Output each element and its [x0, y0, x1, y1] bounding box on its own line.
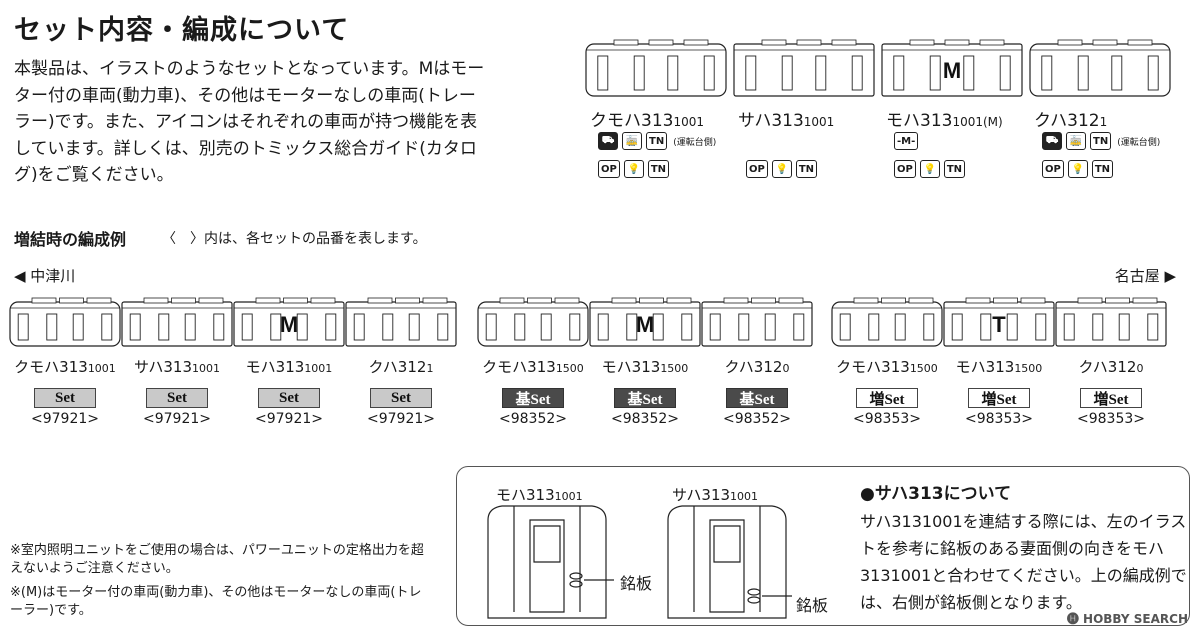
- feature-icon: TN: [647, 160, 670, 178]
- formation-car-8: T: [943, 297, 1055, 347]
- formation-car-7: [831, 297, 943, 347]
- box-car1-label: モハ3131001: [496, 486, 583, 504]
- feature-icon: 💡: [623, 160, 644, 178]
- box-car2-label: サハ3131001: [672, 486, 759, 504]
- direction-right: 名古屋 ▶: [1114, 267, 1176, 285]
- feature-icons: ⛟🚋TN (運転台側): [1042, 132, 1160, 150]
- formation-note: 〈 〉内は、各セットの品番を表します。: [162, 231, 427, 247]
- icon-note: (運転台側): [1117, 137, 1161, 148]
- formation-title: 増結時の編成例: [14, 230, 127, 249]
- set-car-name: クモハ3131001: [590, 111, 704, 131]
- formation-car-name: クモハ3131500: [836, 358, 938, 376]
- svg-text:M: M: [943, 58, 961, 83]
- product-code: <97921>: [255, 411, 323, 427]
- feature-icons: OP💡TN: [746, 160, 818, 178]
- feature-icons: OP💡TN: [598, 160, 670, 178]
- feature-icon: ⛟: [598, 132, 618, 150]
- car-end-illustration: [487, 505, 792, 619]
- set-car-2: M: [881, 39, 1023, 97]
- feature-icon: OP: [1042, 160, 1064, 178]
- info-box: [456, 466, 1190, 626]
- watermark: 🅗 HOBBY SEARCH: [1066, 612, 1188, 626]
- formation-car-3: [345, 297, 457, 347]
- formation-car-0: [9, 297, 121, 347]
- intro-text: 本製品は、イラストのようなセットとなっています。Mはモーター付の車両(動力車)、…: [14, 59, 485, 185]
- formation-car-name: クハ3120: [724, 358, 790, 376]
- feature-icons: OP💡TN: [894, 160, 966, 178]
- feature-icon: 🚋: [622, 132, 642, 150]
- svg-text:M: M: [636, 312, 654, 337]
- feature-icon: TN: [1091, 160, 1114, 178]
- feature-icons: -M-: [894, 132, 919, 150]
- formation-car-4: [477, 297, 589, 347]
- set-car-3: [1029, 39, 1171, 97]
- feature-icon: ⛟: [1042, 132, 1062, 150]
- direction-left: ◀ 中津川: [14, 267, 76, 285]
- set-cars-illustration: M: [585, 39, 1171, 97]
- box-title: ●サハ313について: [860, 484, 1012, 504]
- feature-icon: 💡: [919, 160, 940, 178]
- set-badge: 増Set: [1080, 388, 1142, 408]
- set-car-name: サハ3131001: [738, 111, 835, 131]
- formation-car-name: モハ3131001: [245, 358, 333, 376]
- formation-car-2: M: [233, 297, 345, 347]
- product-code: <97921>: [367, 411, 435, 427]
- set-car-1: [733, 39, 875, 97]
- set-badge: Set: [34, 388, 96, 408]
- product-code: <98352>: [499, 411, 567, 427]
- formation-car-6: [701, 297, 813, 347]
- formation-car-name: クモハ3131500: [482, 358, 584, 376]
- feature-icon: OP: [746, 160, 768, 178]
- formation-car-name: クハ3120: [1078, 358, 1144, 376]
- feature-icons: OP💡TN: [1042, 160, 1114, 178]
- product-code: <98353>: [1077, 411, 1145, 427]
- box-text: サハ3131001を連結する際には、左のイラストを参考に銘板のある妻面側の向きを…: [860, 512, 1187, 612]
- feature-icon: OP: [894, 160, 916, 178]
- feature-icon: -M-: [894, 132, 919, 150]
- set-badge: 基Set: [726, 388, 788, 408]
- feature-icon: 💡: [1067, 160, 1088, 178]
- formation-car-name: サハ3131001: [133, 358, 221, 376]
- set-badge: 増Set: [968, 388, 1030, 408]
- set-car-name: クハ3121: [1034, 111, 1108, 131]
- formation-car-9: [1055, 297, 1167, 347]
- formation-car-name: クハ3121: [368, 358, 434, 376]
- page-title: セット内容・編成について: [14, 15, 350, 46]
- formation-car-name: モハ3131500: [955, 358, 1043, 376]
- footnote-1: ※室内照明ユニットをご使用の場合は、パワーユニットの定格出力を超えないようご注意…: [10, 543, 424, 576]
- formation-car-name: モハ3131500: [601, 358, 689, 376]
- product-code: <98352>: [723, 411, 791, 427]
- svg-text:M: M: [280, 312, 298, 337]
- set-badge: Set: [258, 388, 320, 408]
- product-code: <98353>: [965, 411, 1033, 427]
- product-code: <97921>: [143, 411, 211, 427]
- set-badge: 増Set: [856, 388, 918, 408]
- set-badge: 基Set: [614, 388, 676, 408]
- product-code: <98353>: [853, 411, 921, 427]
- formation-car-5: M: [589, 297, 701, 347]
- plate-label-2: 銘板: [796, 596, 829, 615]
- set-badge: Set: [146, 388, 208, 408]
- feature-icon: TN: [1090, 132, 1112, 150]
- svg-text:T: T: [992, 312, 1006, 337]
- feature-icon: 🚋: [1066, 132, 1086, 150]
- icon-note: (運転台側): [673, 137, 717, 148]
- feature-icon: OP: [598, 160, 620, 178]
- set-car-0: [585, 39, 727, 97]
- set-badge: Set: [370, 388, 432, 408]
- product-code: <97921>: [31, 411, 99, 427]
- formation-car-1: [121, 297, 233, 347]
- feature-icons: ⛟🚋TN (運転台側): [598, 132, 716, 150]
- feature-icon: TN: [795, 160, 818, 178]
- footnote-2: ※(M)はモーター付の車両(動力車)、その他はモーターなしの車両(トレーラー)で…: [10, 585, 422, 618]
- set-badge: 基Set: [502, 388, 564, 408]
- set-car-name: モハ3131001(M): [886, 111, 1003, 131]
- product-code: <98352>: [611, 411, 679, 427]
- plate-label-1: 銘板: [620, 574, 653, 593]
- feature-icon: 💡: [771, 160, 792, 178]
- formation-car-name: クモハ3131001: [14, 358, 116, 376]
- feature-icon: TN: [646, 132, 668, 150]
- feature-icon: TN: [943, 160, 966, 178]
